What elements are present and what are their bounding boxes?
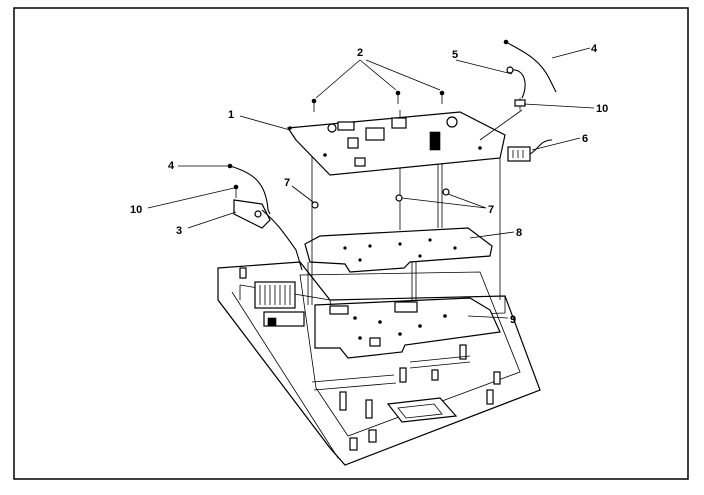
callout-1: 1 (228, 109, 234, 121)
callout-10-right: 10 (596, 103, 608, 115)
right-cable-assembly (503, 39, 557, 162)
lower-circuit-board (314, 297, 501, 359)
callout-8: 8 (516, 227, 522, 239)
callout-10-left: 10 (130, 204, 142, 216)
diagram-border (13, 7, 689, 480)
callout-7-left: 7 (284, 177, 290, 189)
callout-9: 9 (510, 314, 516, 326)
leader-lines (147, 47, 595, 319)
spacers (311, 188, 450, 209)
main-circuit-board (286, 111, 506, 176)
middle-insulator-sheet (304, 227, 493, 273)
callout-4-left: 4 (168, 160, 175, 172)
callout-3: 3 (176, 225, 182, 237)
callout-7-right: 7 (488, 204, 494, 216)
screws (311, 90, 445, 112)
left-cable-assembly (227, 163, 303, 271)
base-housing (217, 261, 541, 466)
callout-5: 5 (452, 49, 458, 61)
callout-2: 2 (357, 47, 363, 59)
callout-6: 6 (582, 133, 588, 145)
callout-4-right: 4 (591, 43, 598, 55)
callout-labels: 1 2 3 4 4 5 6 7 7 8 9 10 10 (130, 43, 608, 326)
